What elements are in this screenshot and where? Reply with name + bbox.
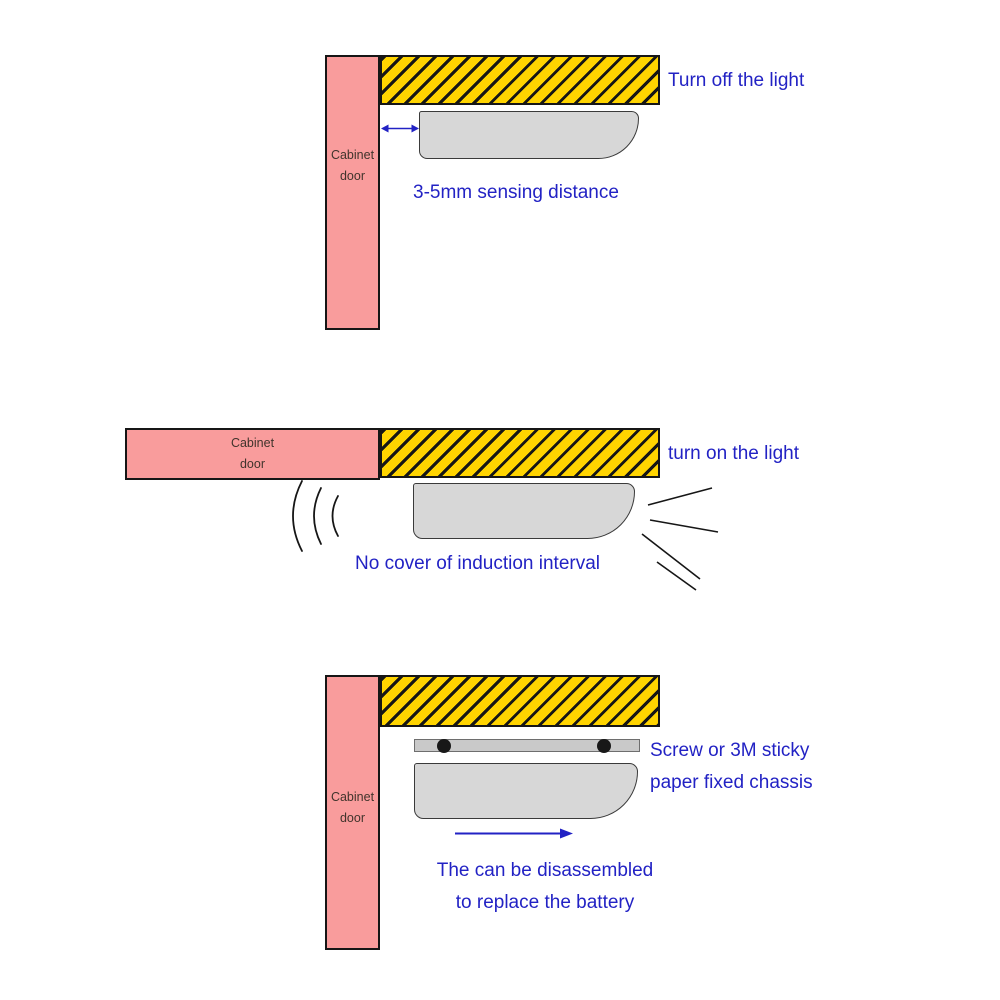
- sensing-distance-label: 3-5mm sensing distance: [413, 182, 619, 203]
- light-rays-icon: [641, 487, 719, 591]
- battery-replace-line2: to replace the battery: [455, 892, 635, 913]
- door-label-line2: door: [339, 169, 366, 184]
- motion-waves-icon: [292, 480, 339, 552]
- cabinet-door-open: Cabinet door: [125, 428, 380, 480]
- door-label-line1: Cabinet: [330, 790, 375, 804]
- cabinet-door-label: Cabinet door: [331, 145, 374, 188]
- screw-right-icon: [597, 739, 611, 753]
- battery-replace-line1: The can be disassembled: [436, 860, 654, 881]
- sensor-light-fixture: [414, 763, 638, 819]
- cabinet-top-panel-hatched: [380, 428, 660, 478]
- fixing-method-line1: Screw or 3M sticky: [650, 740, 810, 761]
- sensing-gap-double-arrow-icon: [381, 124, 419, 133]
- door-label-line1: Cabinet: [230, 435, 275, 450]
- battery-replace-label: The can be disassembled to replace the b…: [385, 855, 705, 919]
- slide-right-arrow-icon: [455, 828, 573, 839]
- cabinet-door-closed: Cabinet door: [325, 55, 380, 330]
- fixing-method-line2: paper fixed chassis: [650, 772, 813, 793]
- turn-on-label: turn on the light: [668, 443, 799, 464]
- sensor-light-fixture: [413, 483, 635, 539]
- turn-off-label: Turn off the light: [668, 70, 805, 91]
- fixing-method-label: Screw or 3M sticky paper fixed chassis: [650, 735, 813, 799]
- cabinet-top-panel-hatched: [380, 55, 660, 105]
- chassis-mounting-bar: [414, 739, 640, 752]
- cabinet-door-mounting: Cabinet door: [325, 675, 380, 950]
- induction-interval-label: No cover of induction interval: [355, 553, 601, 574]
- cabinet-door-label: Cabinet door: [231, 433, 274, 476]
- sensor-light-fixture: [419, 111, 639, 159]
- screw-left-icon: [437, 739, 451, 753]
- cabinet-door-label: Cabinet door: [331, 787, 374, 830]
- door-label-line2: door: [339, 811, 366, 826]
- door-label-line2: door: [239, 457, 266, 471]
- cabinet-top-panel-hatched: [380, 675, 660, 727]
- door-label-line1: Cabinet: [330, 148, 375, 162]
